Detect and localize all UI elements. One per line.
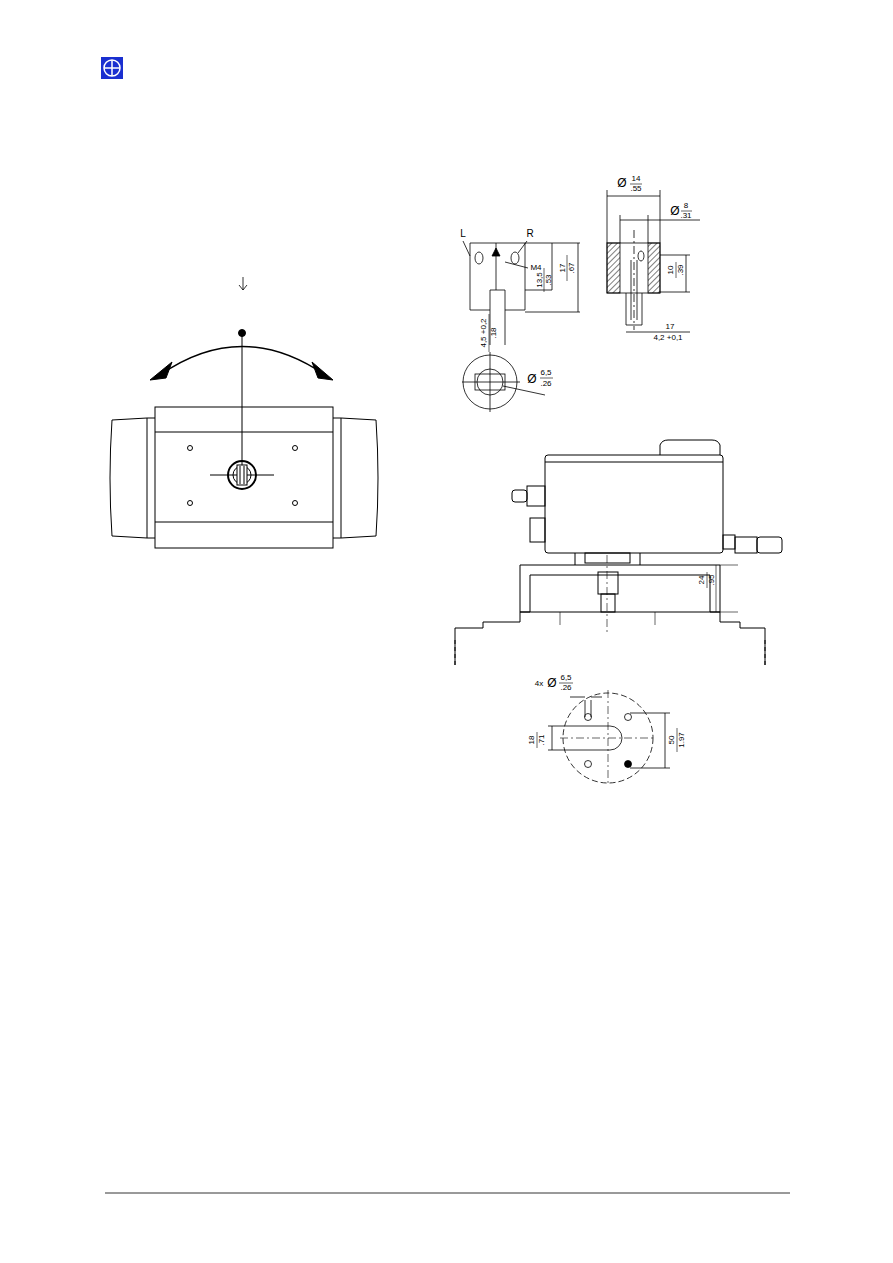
coupling-end-view	[462, 352, 545, 412]
dimension-label: 4x	[535, 680, 543, 688]
dimension-label: 4,2 +0,1	[653, 334, 682, 342]
dimension-label: .55	[630, 185, 641, 193]
dimension-label: .26	[540, 380, 551, 388]
dimension-label: 6,5	[540, 369, 551, 377]
dimension-label: 4,5 +0,2	[480, 318, 488, 347]
dimension-label: 13,5	[536, 272, 544, 288]
dimension-label: Ø	[617, 177, 626, 189]
actuator-view	[110, 277, 378, 548]
dimension-label: .31	[680, 212, 691, 220]
dimension-label: M4	[530, 264, 541, 272]
fraction-bars	[489, 184, 707, 752]
dimension-label: R	[526, 229, 533, 239]
dimension-label: .39	[677, 264, 685, 275]
dimension-label: 24	[698, 576, 706, 585]
dimension-label: .26	[560, 684, 571, 692]
positioner-mounted	[455, 440, 782, 665]
dimension-label: 17	[559, 264, 567, 273]
dimension-label: .95	[708, 574, 716, 585]
dimension-label: 8	[684, 202, 688, 210]
dimension-label: 17	[666, 323, 675, 331]
dimension-label: 50	[668, 736, 676, 745]
dimension-label: 6,5	[560, 674, 571, 682]
dimension-label: Ø	[547, 677, 556, 689]
dimension-label: .18	[490, 327, 498, 338]
dimension-label: 18	[528, 736, 536, 745]
dimension-label: .67	[568, 262, 576, 273]
dimension-label: .53	[545, 274, 553, 285]
dimension-label: .71	[538, 734, 546, 745]
coupling-section-view	[607, 190, 700, 332]
footer-rule	[105, 1193, 790, 1194]
hole-pattern	[548, 690, 670, 786]
dimension-label: L	[460, 229, 466, 239]
dimension-label: 14	[632, 175, 641, 183]
dimension-label: 1.97	[678, 732, 686, 748]
logo	[101, 57, 123, 79]
dimension-label: Ø	[670, 205, 679, 217]
dimension-label: 10	[667, 266, 675, 275]
dimension-label: Ø	[527, 373, 536, 385]
